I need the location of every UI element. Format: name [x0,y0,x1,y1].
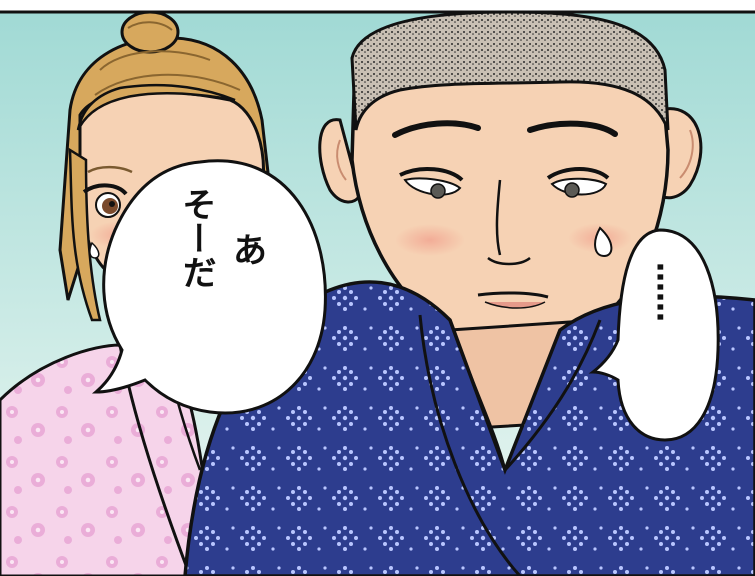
speech-bubble-left: あ そーだ [91,159,327,415]
speech-right-text: …… [650,262,685,322]
panel-margin-top [0,0,755,12]
speech-bubble-right: …… [588,228,720,442]
speech-left-col1: あ [233,231,267,271]
speech-left-col2: そーだ [176,187,216,289]
